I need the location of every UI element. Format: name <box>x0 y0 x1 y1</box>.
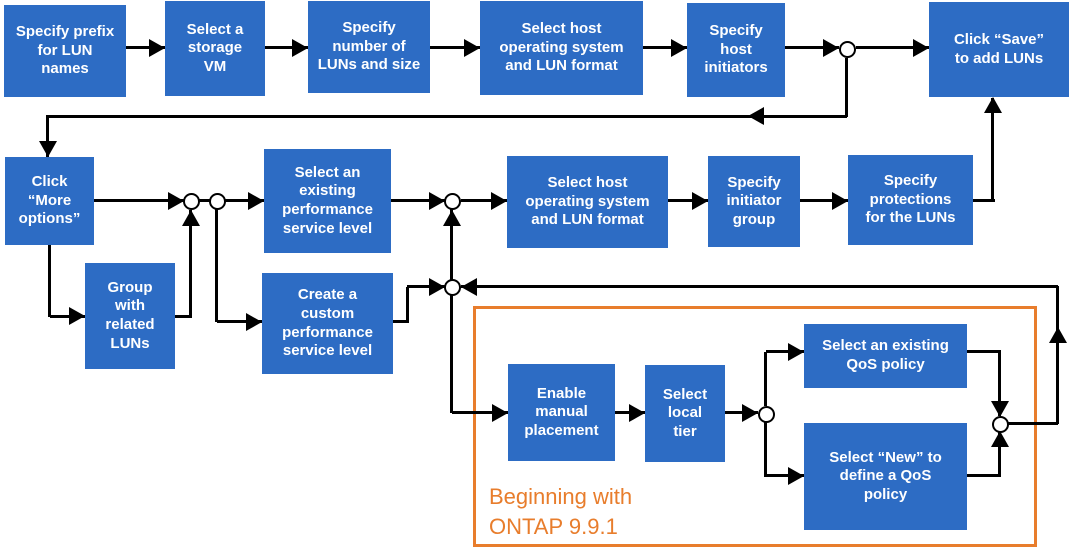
connector-line <box>973 199 995 202</box>
step-custom-service-level: Create a custom performance service leve… <box>262 273 393 374</box>
connector-line <box>197 199 211 202</box>
connector-line <box>785 46 839 49</box>
connector-line <box>430 46 480 49</box>
arrowhead <box>671 39 687 57</box>
connector-line <box>461 199 507 202</box>
arrowhead <box>692 192 708 210</box>
step-select-storage-vm: Select a storage VM <box>165 1 265 96</box>
connector-line <box>126 46 165 49</box>
arrowhead <box>491 192 507 210</box>
step-host-os-lun-format: Select host operating system and LUN for… <box>480 1 643 95</box>
connector-line <box>800 199 848 202</box>
arrowhead <box>39 141 57 157</box>
arrowhead <box>991 431 1009 447</box>
connector-line <box>265 46 308 49</box>
connector-line <box>452 411 508 414</box>
step-number-of-luns: Specify number of LUNs and size <box>308 1 430 93</box>
connector-line-feedback-right <box>1056 286 1059 424</box>
arrowhead <box>748 107 764 125</box>
step-select-local-tier: Select local tier <box>645 365 725 462</box>
connector-line <box>764 422 767 477</box>
connector-line <box>668 199 708 202</box>
connector-line <box>998 431 1001 476</box>
connector-line <box>48 245 51 317</box>
junction-node <box>443 192 461 210</box>
arrowhead <box>429 192 445 210</box>
arrowhead <box>292 39 308 57</box>
arrowhead <box>429 278 445 296</box>
connector-line <box>643 46 687 49</box>
step-group-related-luns: Group with related LUNs <box>85 263 175 369</box>
arrowhead <box>248 192 264 210</box>
arrowhead <box>823 39 839 57</box>
junction-node <box>208 192 226 210</box>
arrowhead <box>991 401 1009 417</box>
connector-line <box>450 209 453 280</box>
connector-line <box>725 411 758 414</box>
step-new-qos-policy: Select “New” to define a QoS policy <box>804 423 967 530</box>
connector-line <box>766 474 804 477</box>
connector-line <box>766 350 804 353</box>
connector-line <box>407 285 445 288</box>
connector-line <box>393 320 409 323</box>
connector-line-feedback-top <box>48 115 847 118</box>
connector-line <box>845 58 848 117</box>
step-host-os-lun-format-2: Select host operating system and LUN for… <box>507 156 668 248</box>
connector-line <box>46 115 49 157</box>
junction-node <box>443 278 461 296</box>
arrowhead <box>629 404 645 422</box>
arrowhead <box>246 313 262 331</box>
ontap-991-frame <box>473 306 1037 547</box>
connector-line <box>764 352 767 406</box>
arrowhead <box>913 39 929 57</box>
arrowhead <box>492 404 508 422</box>
connector-line <box>215 208 218 322</box>
arrowhead <box>443 210 461 226</box>
arrowhead <box>984 97 1002 113</box>
arrowhead <box>149 39 165 57</box>
arrowhead <box>788 343 804 361</box>
arrowhead <box>832 192 848 210</box>
connector-line <box>991 98 994 201</box>
connector-line <box>998 352 1001 416</box>
step-existing-service-level: Select an existing performance service l… <box>264 149 391 253</box>
connector-line <box>391 199 445 202</box>
connector-line <box>224 199 264 202</box>
junction-node <box>182 192 200 210</box>
connector-line <box>967 350 1001 353</box>
step-initiator-group: Specify initiator group <box>708 156 800 247</box>
arrowhead <box>788 467 804 485</box>
arrowhead <box>1049 327 1067 343</box>
step-protections: Specify protections for the LUNs <box>848 155 973 245</box>
connector-line-feedback-mid <box>461 285 1058 288</box>
connector-line <box>967 474 1001 477</box>
junction-node <box>838 40 856 58</box>
arrowhead <box>168 192 184 210</box>
connector-line <box>217 320 262 323</box>
step-more-options: Click “More options” <box>5 157 94 245</box>
arrowhead <box>742 404 758 422</box>
connector-line <box>189 210 192 317</box>
connector-line <box>856 46 929 49</box>
step-specify-prefix: Specify prefix for LUN names <box>4 5 126 97</box>
arrowhead <box>182 210 200 226</box>
arrowhead <box>69 307 85 325</box>
junction-node <box>757 405 775 423</box>
step-existing-qos-policy: Select an existing QoS policy <box>804 324 967 388</box>
connector-line <box>1008 422 1058 425</box>
junction-node <box>991 415 1009 433</box>
ontap-991-label: Beginning with ONTAP 9.9.1 <box>489 484 633 539</box>
connector-line <box>50 315 85 318</box>
step-host-initiators: Specify host initiators <box>687 3 785 97</box>
arrowhead <box>464 39 480 57</box>
arrowhead <box>461 278 477 296</box>
connector-line <box>175 315 192 318</box>
connector-line <box>94 199 184 202</box>
connector-line <box>406 287 409 322</box>
step-click-save: Click “Save” to add LUNs <box>929 2 1069 97</box>
step-enable-manual-placement: Enable manual placement <box>508 364 615 461</box>
connector-line <box>450 295 453 413</box>
